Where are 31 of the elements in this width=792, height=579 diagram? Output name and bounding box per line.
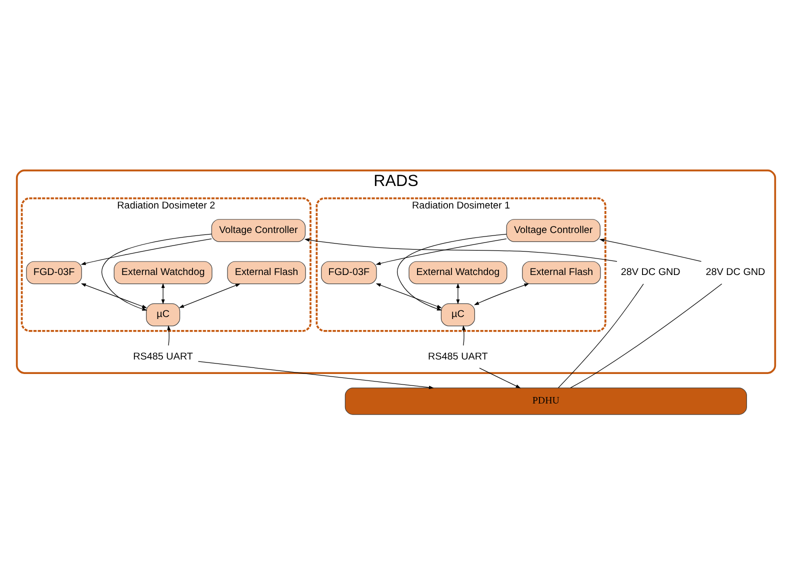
arrow — [80, 238, 212, 265]
arrow — [80, 282, 148, 308]
node-box: FGD-03F — [26, 260, 82, 284]
arrow — [161, 282, 165, 304]
node-box: PDHU — [344, 387, 747, 414]
node-box: External Flash — [522, 260, 601, 284]
arrow — [599, 238, 702, 262]
arrow — [167, 324, 171, 346]
node-box: External Flash — [227, 260, 306, 284]
node-box: External Watchdog — [408, 260, 508, 284]
arrow — [474, 283, 530, 305]
arrow — [376, 282, 442, 308]
node-text: 28V DC GND — [620, 266, 680, 278]
arrow — [198, 360, 434, 389]
node-box: FGD-03F — [321, 260, 377, 284]
arrow — [462, 324, 466, 346]
arrow — [376, 238, 507, 265]
arrow — [304, 238, 618, 262]
node-text: RS485 UART — [133, 350, 193, 362]
connector — [558, 283, 644, 388]
arrow — [479, 367, 521, 388]
arrow — [178, 283, 240, 308]
node-text: 28V DC GND — [706, 266, 766, 278]
node-box: µC — [146, 302, 180, 326]
node-box: Voltage Controller — [506, 218, 600, 242]
node-box: µC — [440, 302, 475, 326]
arrow — [456, 282, 460, 304]
node-box: Voltage Controller — [211, 218, 306, 242]
node-box: External Watchdog — [114, 260, 212, 284]
node-text: RS485 UART — [428, 350, 488, 362]
connector — [570, 283, 722, 388]
